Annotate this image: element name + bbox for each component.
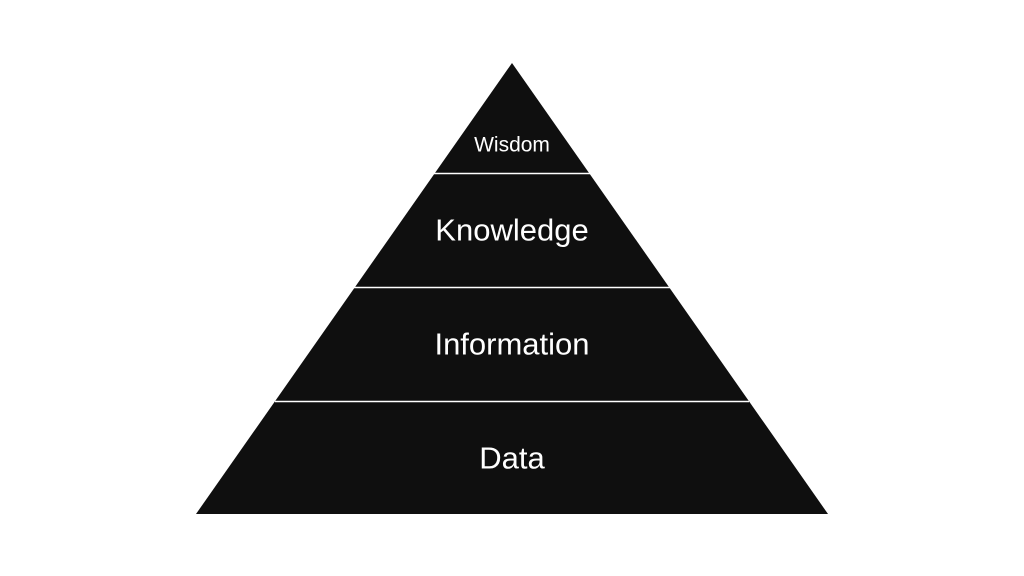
tier-label-knowledge: Knowledge [435, 213, 588, 248]
tier-label-information: Information [434, 327, 589, 362]
tier-label-data: Data [479, 441, 545, 476]
tier-label-wisdom: Wisdom [474, 134, 550, 157]
